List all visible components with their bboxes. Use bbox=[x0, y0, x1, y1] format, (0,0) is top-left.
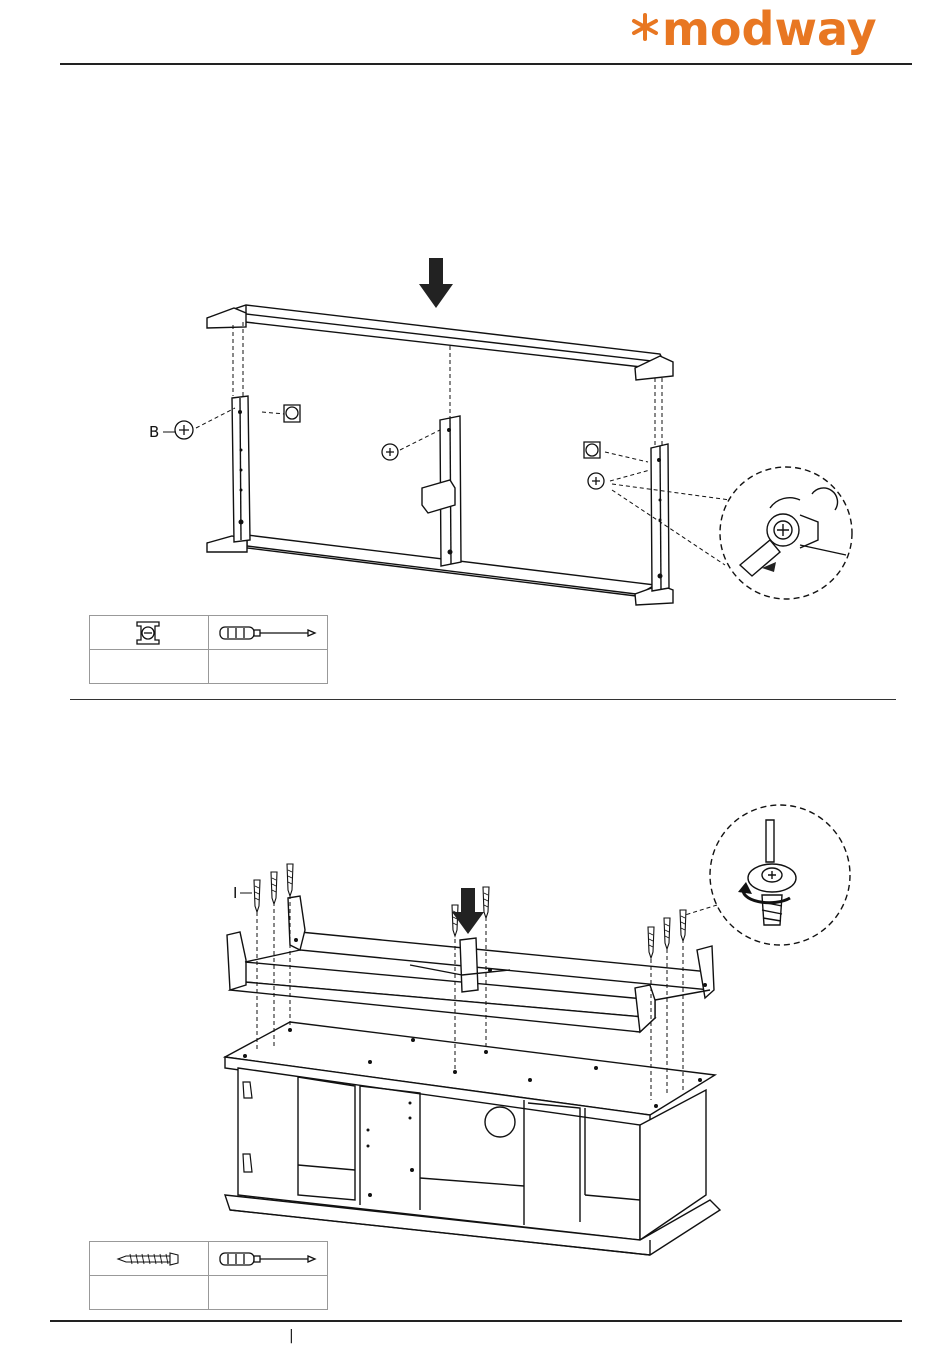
step2-parts-table bbox=[89, 1241, 328, 1310]
page-marker: | bbox=[289, 1328, 294, 1344]
screw-icon bbox=[114, 1249, 184, 1269]
footer-rule bbox=[50, 1320, 902, 1322]
parts-cell-screwdriver bbox=[209, 1242, 328, 1276]
parts-row-quantities bbox=[90, 1276, 328, 1310]
screwdriver-icon bbox=[218, 1247, 318, 1271]
screw-label: I bbox=[233, 884, 237, 902]
parts-row-icons bbox=[90, 1242, 328, 1276]
parts-qty-screw bbox=[90, 1276, 209, 1310]
parts-qty-screwdriver bbox=[209, 1276, 328, 1310]
parts-cell-screw bbox=[90, 1242, 209, 1276]
